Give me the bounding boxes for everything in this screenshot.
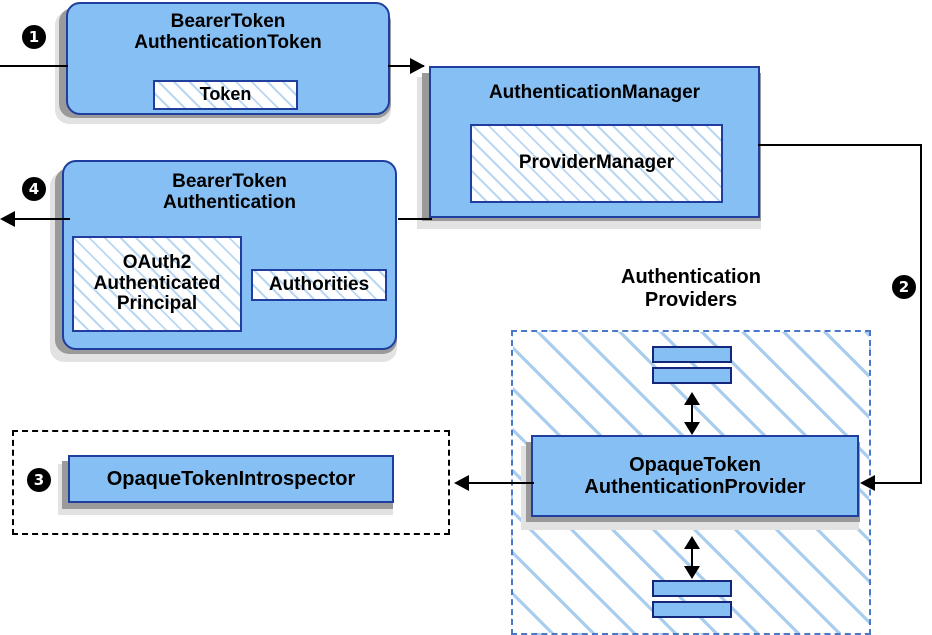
node-title-line2: AuthenticationProvider xyxy=(584,476,806,498)
caption-authentication-providers: Authentication Providers xyxy=(571,266,811,312)
step-marker-1: 1 xyxy=(22,25,46,49)
node-bearer-token-authentication-token[interactable]: BearerToken AuthenticationToken xyxy=(66,2,390,115)
connector-manager-to-authentication xyxy=(398,218,432,220)
node-title-line1: BearerToken xyxy=(172,171,287,192)
principal-line3: Principal xyxy=(116,293,198,315)
node-title-line2: AuthenticationToken xyxy=(134,32,322,54)
node-title-line1: OpaqueToken xyxy=(629,453,761,476)
inner-box-oauth2-authenticated-principal: OAuth2 Authenticated Principal xyxy=(72,236,242,332)
arrow-response-out-head xyxy=(0,211,15,227)
provider-link-bottom-arrow-down xyxy=(684,566,700,579)
step-marker-3: 3 xyxy=(27,468,51,492)
connector-token-to-manager xyxy=(388,65,424,67)
node-title-line2: Authentication xyxy=(163,192,296,214)
node-title-authentication-manager: AuthenticationManager xyxy=(488,82,701,103)
inner-box-token: Token xyxy=(153,80,298,110)
provider-link-bottom xyxy=(691,540,693,570)
step-marker-2: 2 xyxy=(892,275,916,299)
step-marker-4: 4 xyxy=(22,177,46,201)
inner-box-provider-manager: ProviderManager xyxy=(470,124,723,203)
connector-provider-to-introspector xyxy=(466,482,534,484)
inner-box-authorities: Authorities xyxy=(251,269,387,301)
provider-bar-bottom-2 xyxy=(652,601,732,618)
principal-line1: OAuth2 xyxy=(122,251,192,273)
connector-right-into-provider xyxy=(872,482,922,484)
caption-line1: Authentication xyxy=(621,266,761,288)
arrow-token-to-manager-head xyxy=(410,58,425,74)
connector-request-in xyxy=(0,65,68,67)
node-title-line1: BearerToken xyxy=(170,11,286,32)
connector-right-vertical xyxy=(920,144,922,484)
caption-line2: Providers xyxy=(644,289,738,311)
node-opaque-token-authentication-provider[interactable]: OpaqueToken AuthenticationProvider xyxy=(531,435,859,517)
principal-line2: Authenticated xyxy=(93,272,221,294)
provider-bar-bottom-1 xyxy=(652,580,732,597)
provider-bar-top-1 xyxy=(652,346,732,363)
provider-link-top-arrow-down xyxy=(684,422,700,435)
node-opaque-token-introspector[interactable]: OpaqueTokenIntrospector xyxy=(68,455,394,503)
provider-link-top xyxy=(691,396,693,426)
node-title-opaque-token-introspector: OpaqueTokenIntrospector xyxy=(106,467,356,490)
connector-response-out xyxy=(12,218,70,220)
arrow-into-provider-head xyxy=(860,475,875,491)
provider-link-bottom-arrow-up xyxy=(684,536,700,549)
arrow-provider-to-introspector-head xyxy=(454,475,469,491)
connector-manager-right xyxy=(758,144,922,146)
provider-bar-top-2 xyxy=(652,367,732,384)
provider-link-top-arrow-up xyxy=(684,392,700,405)
